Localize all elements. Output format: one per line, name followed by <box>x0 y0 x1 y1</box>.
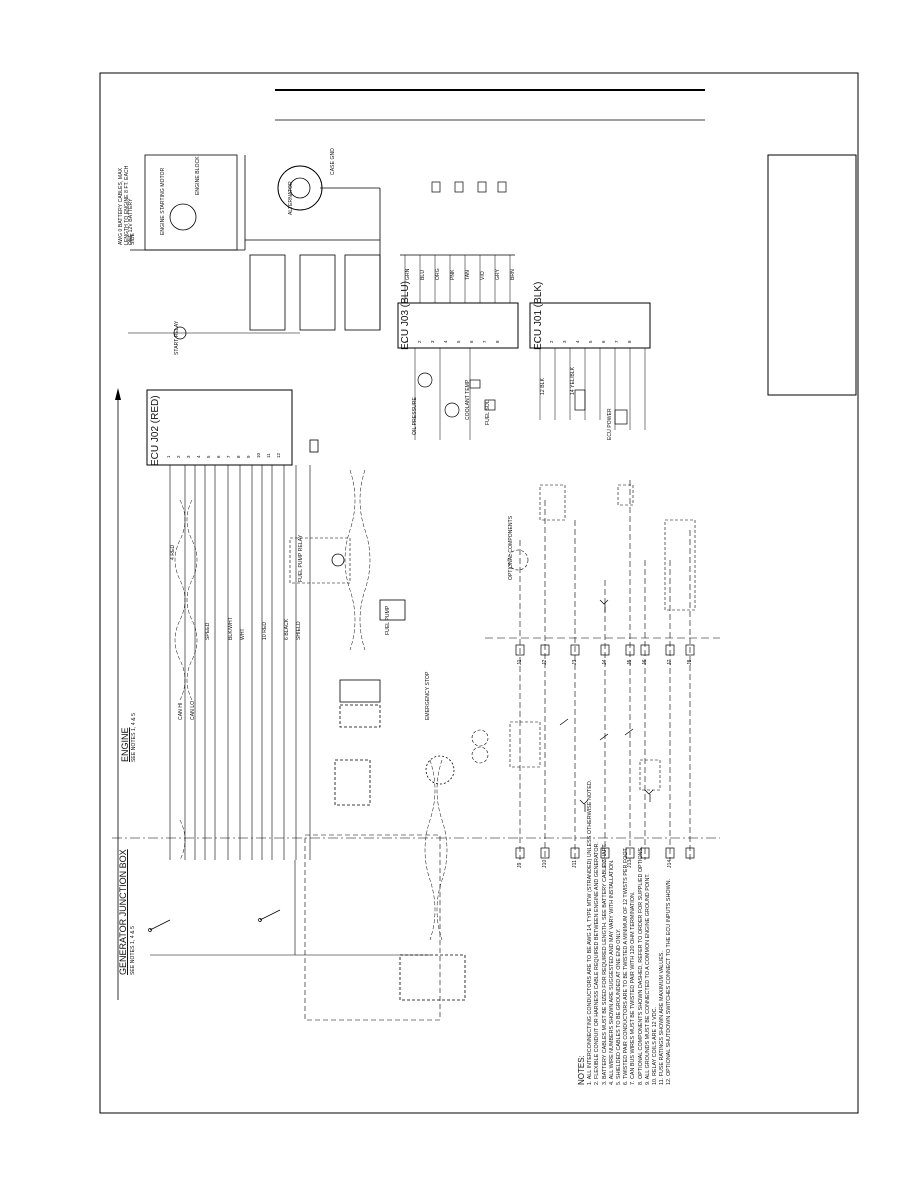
note-item: 11. FUSE RATINGS SHOWN ARE MAXIMUM VALUE… <box>659 951 666 1085</box>
connector-tag: J10 <box>542 859 548 868</box>
connector-tag: J8 <box>687 659 693 665</box>
connector-tag: J9 <box>517 862 523 868</box>
ecu-pin-number: 3 <box>430 340 435 343</box>
connector-tag: J4 <box>602 659 608 665</box>
notes-title: NOTES: <box>577 1055 586 1085</box>
oil-pressure-label: OIL PRESSURE <box>412 397 418 435</box>
wire-label: GRN <box>405 268 411 280</box>
wire-label: TAN <box>465 270 471 280</box>
ecu-pin-number: 3 <box>562 340 567 343</box>
battery-cables-label: AWG 0 BATTERY CABLES, MAX LENGTH TO ENGI… <box>118 165 136 245</box>
connector-tag: J5 <box>627 659 633 665</box>
junction-box-notes-ref: SEE NOTES 1, 4 & 5 <box>130 925 136 975</box>
connector-tag: J3 <box>572 659 578 665</box>
start-relay-label: START RELAY <box>174 320 180 355</box>
ecu-pin-number: 6 <box>469 340 474 343</box>
note-item: 9. ALL GROUNDS MUST BE CONNECTED TO A CO… <box>644 873 651 1085</box>
ecu-pin-number: 5 <box>206 455 211 458</box>
note-item: 5. SHIELDED CABLES TO BE GROUNDED AT ONE… <box>616 928 623 1085</box>
wire-label: 12 BLK <box>540 377 546 395</box>
ecu-power-label: ECU POWER <box>607 408 613 440</box>
wire-label: ORG <box>435 268 441 280</box>
ecu-pin-number: 4 <box>443 340 448 343</box>
note-item: 3. BATTERY CABLES MUST BE SIZED FOR REQU… <box>601 843 608 1085</box>
wire-label: 14 YEL/BLK <box>570 366 576 395</box>
ecu-pin-number: 8 <box>495 340 500 343</box>
ecu-pin-number: 1 <box>166 455 171 458</box>
ecu-pin-number: 6 <box>601 340 606 343</box>
connector-tag: J14 <box>667 859 673 868</box>
wire-label: 4 RED <box>170 544 176 560</box>
fuel-sol-label: FUEL SOL <box>485 400 491 425</box>
fuel-pump-label: FUEL PUMP <box>385 605 391 635</box>
alternator-label: ALTERNATOR <box>288 181 294 215</box>
note-item: 4. ALL WIRE NUMBERS SHOWN ARE SUGGESTED … <box>608 859 615 1085</box>
note-item: 1. ALL INTERCONNECTING CONDUCTORS ARE TO… <box>587 779 594 1085</box>
ecu-pin-number: 7 <box>226 455 231 458</box>
ecu-pin-number: 4 <box>196 455 201 458</box>
wire-label: BLK/WHT <box>228 617 234 640</box>
connector-tag: J11 <box>572 860 578 868</box>
wire-label: CAN HI <box>178 702 184 720</box>
ecu-pin-number: 5 <box>456 340 461 343</box>
note-item: 2. FLEXIBLE CONDUIT OR HARNESS CABLE REQ… <box>594 842 601 1085</box>
ecu-pin-number: 1 <box>404 340 409 343</box>
ecu-j03-label: ECU J03 (BLU) <box>400 281 411 350</box>
optional-components-label: OPTIONAL COMPONENTS <box>508 515 514 580</box>
wire-label: 10 RED <box>262 621 268 640</box>
ecu-pin-number: 2 <box>549 340 554 343</box>
ecu-pin-number: 8 <box>627 340 632 343</box>
ecu-pin-number: 7 <box>482 340 487 343</box>
connector-tag: J6 <box>642 659 648 665</box>
emergency-stop-label: EMERGENCY STOP <box>425 671 431 720</box>
ecu-j01-label: ECU J01 (BLK) <box>533 281 544 350</box>
wire-label: BLU <box>420 269 426 280</box>
ecu-pin-number: 8 <box>236 455 241 458</box>
note-item: 10. RELAY COILS ARE 12 VDC. <box>652 1007 659 1085</box>
engine-heading: ENGINE <box>120 727 130 762</box>
junction-box-heading: GENERATOR JUNCTION BOX <box>118 849 128 975</box>
fuel-pump-relay-label: FUEL PUMP RELAY <box>298 534 304 582</box>
ecu-pin-number: 5 <box>588 340 593 343</box>
wire-label: WHT <box>240 628 246 640</box>
engine-block-label: ENGINE BLOCK <box>195 156 201 195</box>
ecu-pin-number: 10 <box>256 452 261 458</box>
ecu-pin-number: 6 <box>216 455 221 458</box>
note-item: 7. CAN BUS WIRES MUST BE TWISTED PAIR WI… <box>630 891 637 1085</box>
ecu-pin-number: 12 <box>276 452 281 458</box>
wire-label: GRY <box>495 268 501 280</box>
coolant-temp-label: COOLANT TEMP <box>465 379 471 420</box>
ecu-pin-number: 7 <box>614 340 619 343</box>
starting-motor-label: ENGINE STARTING MOTOR <box>160 167 166 235</box>
wire-label: SHIELD <box>296 621 302 640</box>
connector-tag: J2 <box>542 659 548 665</box>
wire-label: 6 BLACK <box>284 618 290 640</box>
ecu-pin-number: 1 <box>536 340 541 343</box>
ecu-pin-number: 4 <box>575 340 580 343</box>
wire-label: PNK <box>450 269 456 280</box>
ecu-pin-number: 2 <box>176 455 181 458</box>
note-item: 8. OPTIONAL COMPONENTS SHOWN DASHED, REF… <box>637 846 644 1085</box>
ecu-pin-number: 3 <box>186 455 191 458</box>
wire-label: CAN LO <box>190 700 196 720</box>
wire-label: VIO <box>480 271 486 280</box>
ecu-pin-number: 2 <box>417 340 422 343</box>
notes-block: NOTES: 1. ALL INTERCONNECTING CONDUCTORS… <box>577 779 674 1085</box>
note-item: 6. TWISTED PAIR CONDUCTORS ARE TO BE TWI… <box>623 847 630 1085</box>
note-item: 12. OPTIONAL SHUTDOWN SWITCHES CONNECT T… <box>666 878 673 1085</box>
engine-notes-ref: SEE NOTES 1, 4 & 5 <box>131 712 137 762</box>
wire-label: BRN <box>510 269 516 280</box>
connector-tag: J7 <box>667 659 673 665</box>
ecu-j02-label: ECU J02 (RED) <box>150 395 161 466</box>
ecu-pin-number: 9 <box>246 455 251 458</box>
ecu-pin-number: 11 <box>266 453 271 458</box>
wire-label: SPEED <box>205 622 211 640</box>
case-gnd-label: CASE GND <box>330 148 336 175</box>
connector-tag: J1 <box>517 659 523 665</box>
